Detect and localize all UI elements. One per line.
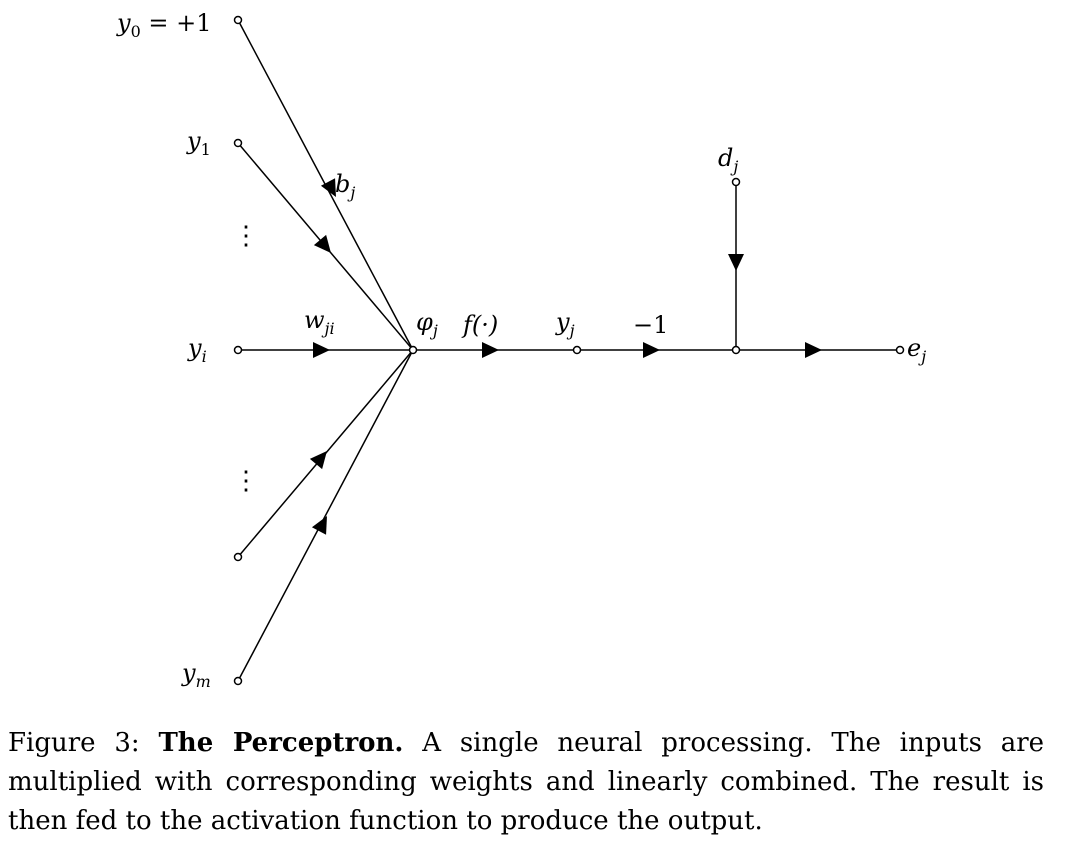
arrow-activation <box>482 342 499 358</box>
label-induced-field: φj <box>416 308 438 340</box>
caption-body: A single neural processing. The inputs a… <box>8 728 1045 836</box>
arrow-ym <box>311 515 327 535</box>
node-lower-input <box>233 552 243 562</box>
node-summing-junction <box>408 345 418 355</box>
label-weight: wji <box>304 306 335 338</box>
arrow-bias <box>320 178 336 198</box>
arrow-yi <box>313 342 330 358</box>
node-y1 <box>233 138 243 148</box>
label-output: yj <box>555 308 575 340</box>
arrowheads <box>309 178 822 535</box>
node-error-sum <box>731 345 741 355</box>
label-yi: yi <box>187 334 207 366</box>
label-desired: dj <box>718 144 738 176</box>
node-ym <box>233 676 243 686</box>
label-y1: y1 <box>186 127 211 159</box>
label-y0: y0 = +1 <box>116 9 212 41</box>
nodes <box>233 15 905 686</box>
caption-prefix: Figure 3: <box>8 728 159 758</box>
arrow-lower <box>309 451 327 470</box>
perceptron-diagram: y0 = +1 y1 ⋮ yi ⋮ ym bj wji φj f(·) yj −… <box>116 9 926 691</box>
node-yi <box>233 345 243 355</box>
figure-caption: Figure 3: The Perceptron. A single neura… <box>8 724 1044 841</box>
node-y0 <box>233 15 243 25</box>
arrow-desired <box>728 254 744 271</box>
node-error-out <box>895 345 905 355</box>
label-error: ej <box>907 334 926 366</box>
input-edge-ym <box>237 349 414 682</box>
label-ym: ym <box>181 659 211 691</box>
arrow-error <box>805 342 822 358</box>
node-desired <box>731 177 741 187</box>
vdots-bottom: ⋮ <box>233 466 259 496</box>
label-activation: f(·) <box>461 311 498 339</box>
caption-title: The Perceptron. <box>158 728 404 758</box>
label-bias: bj <box>335 170 355 202</box>
vdots-top: ⋮ <box>233 221 259 251</box>
node-output <box>572 345 582 355</box>
arrow-minus-one <box>643 342 660 358</box>
arrow-y1 <box>313 234 331 253</box>
label-minus-one: −1 <box>633 311 668 339</box>
